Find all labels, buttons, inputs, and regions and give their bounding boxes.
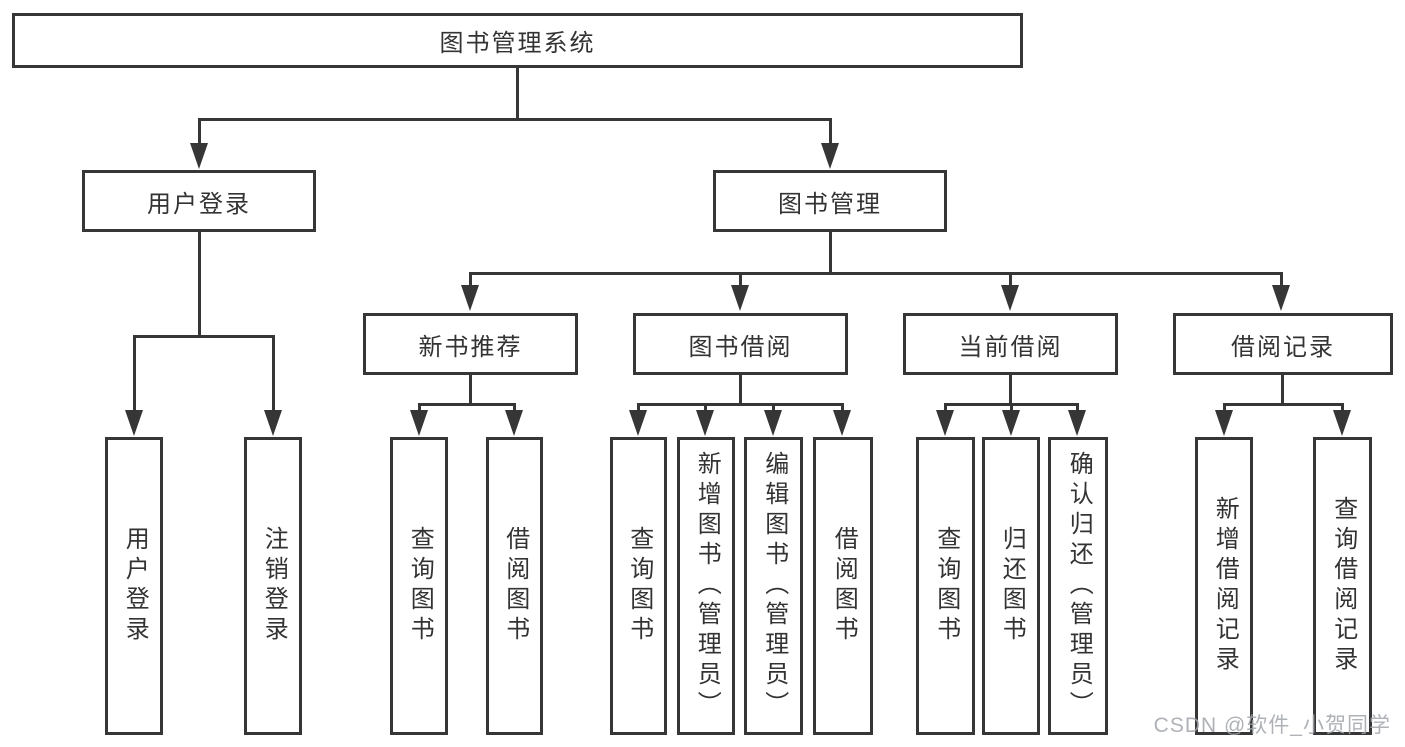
node-user-login-label: 用户登录 xyxy=(147,190,251,218)
connector-vline xyxy=(516,68,519,118)
arrowhead-down-icon xyxy=(629,410,647,436)
node-new-book-recommend-label: 新书推荐 xyxy=(418,333,523,361)
connector-vline xyxy=(1010,403,1013,411)
leaf-add-borrow-record: 新增借阅记录 xyxy=(1195,437,1253,735)
connector-vline xyxy=(841,403,844,411)
connector-vline xyxy=(198,118,201,144)
connector-vline xyxy=(739,272,742,286)
leaf-user-login-label: 用户登录 xyxy=(121,526,149,646)
connector-vline xyxy=(198,232,201,335)
arrowhead-down-icon xyxy=(936,410,954,436)
connector-vline xyxy=(829,118,832,144)
arrowhead-down-icon xyxy=(764,410,782,436)
arrowhead-down-icon xyxy=(264,410,282,436)
arrowhead-down-icon xyxy=(1002,410,1020,436)
leaf-borrow-books-recommend-label: 借阅图书 xyxy=(501,526,529,646)
connector-vline xyxy=(1280,272,1283,286)
leaf-edit-book-admin: 编辑图书（管理员） xyxy=(744,437,803,735)
node-book-borrowing-label: 图书借阅 xyxy=(688,333,793,361)
arrowhead-down-icon xyxy=(1068,410,1086,436)
arrowhead-down-icon xyxy=(190,143,208,169)
connector-vline xyxy=(513,403,516,411)
leaf-borrow-books: 借阅图书 xyxy=(813,437,873,735)
leaf-query-borrow-record: 查询借阅记录 xyxy=(1313,437,1372,735)
arrowhead-down-icon xyxy=(731,285,749,311)
arrowhead-down-icon xyxy=(461,285,479,311)
connector-vline xyxy=(272,335,275,411)
node-book-management-label: 图书管理 xyxy=(778,190,882,218)
node-borrowing-records-label: 借阅记录 xyxy=(1231,333,1335,361)
arrowhead-down-icon xyxy=(1272,285,1290,311)
leaf-query-books-current: 查询图书 xyxy=(916,437,975,735)
leaf-query-borrow-record-label: 查询借阅记录 xyxy=(1329,496,1357,676)
node-user-login: 用户登录 xyxy=(82,170,316,232)
arrowhead-down-icon xyxy=(696,410,714,436)
node-current-borrowing: 当前借阅 xyxy=(903,313,1118,375)
leaf-query-books-borrowing: 查询图书 xyxy=(610,437,667,735)
node-library-system: 图书管理系统 xyxy=(12,13,1023,68)
leaf-query-books-recommend: 查询图书 xyxy=(390,437,448,735)
connector-vline xyxy=(704,403,707,411)
connector-hline xyxy=(198,118,832,121)
arrowhead-down-icon xyxy=(1333,410,1351,436)
leaf-borrow-books-label: 借阅图书 xyxy=(830,526,858,646)
leaf-user-login: 用户登录 xyxy=(105,437,163,735)
arrowhead-down-icon xyxy=(410,410,428,436)
leaf-logout: 注销登录 xyxy=(244,437,302,735)
connector-vline xyxy=(1009,375,1012,403)
leaf-query-books-current-label: 查询图书 xyxy=(932,526,960,646)
connector-hline xyxy=(637,403,844,406)
leaf-query-books-recommend-label: 查询图书 xyxy=(406,526,434,646)
leaf-add-book-admin: 新增图书（管理员） xyxy=(677,437,735,735)
leaf-query-books-borrowing-label: 查询图书 xyxy=(625,526,653,646)
connector-hline xyxy=(469,272,1283,275)
connector-vline xyxy=(829,232,832,272)
leaf-add-book-admin-label: 新增图书（管理员） xyxy=(693,451,721,721)
node-current-borrowing-label: 当前借阅 xyxy=(958,333,1063,361)
connector-vline xyxy=(133,335,136,411)
node-book-management: 图书管理 xyxy=(713,170,947,232)
connector-vline xyxy=(1223,403,1226,411)
arrowhead-down-icon xyxy=(125,410,143,436)
connector-hline xyxy=(418,403,516,406)
connector-vline xyxy=(944,403,947,411)
node-borrowing-records: 借阅记录 xyxy=(1173,313,1393,375)
connector-vline xyxy=(772,403,775,411)
connector-vline xyxy=(418,403,421,411)
node-library-system-label: 图书管理系统 xyxy=(439,30,596,57)
connector-hline xyxy=(1223,403,1344,406)
leaf-return-book: 归还图书 xyxy=(982,437,1040,735)
csdn-watermark: CSDN @软件_小贺同学 xyxy=(1153,714,1391,737)
arrowhead-down-icon xyxy=(821,143,839,169)
node-book-borrowing: 图书借阅 xyxy=(633,313,848,375)
connector-vline xyxy=(739,375,742,403)
leaf-add-borrow-record-label: 新增借阅记录 xyxy=(1211,496,1239,676)
connector-vline xyxy=(1076,403,1079,411)
connector-hline xyxy=(133,335,275,338)
connector-vline xyxy=(469,375,472,403)
arrowhead-down-icon xyxy=(1215,410,1233,436)
connector-vline xyxy=(469,272,472,286)
connector-vline xyxy=(1009,272,1012,286)
arrowhead-down-icon xyxy=(833,410,851,436)
connector-vline xyxy=(637,403,640,411)
node-new-book-recommend: 新书推荐 xyxy=(363,313,578,375)
leaf-edit-book-admin-label: 编辑图书（管理员） xyxy=(760,451,788,721)
leaf-confirm-return-admin-label: 确认归还（管理员） xyxy=(1065,451,1093,721)
leaf-confirm-return-admin: 确认归还（管理员） xyxy=(1048,437,1108,735)
connector-vline xyxy=(1281,375,1284,403)
connector-vline xyxy=(1341,403,1344,411)
arrowhead-down-icon xyxy=(505,410,523,436)
leaf-logout-label: 注销登录 xyxy=(260,526,288,646)
arrowhead-down-icon xyxy=(1001,285,1019,311)
leaf-borrow-books-recommend: 借阅图书 xyxy=(486,437,543,735)
leaf-return-book-label: 归还图书 xyxy=(998,526,1026,646)
